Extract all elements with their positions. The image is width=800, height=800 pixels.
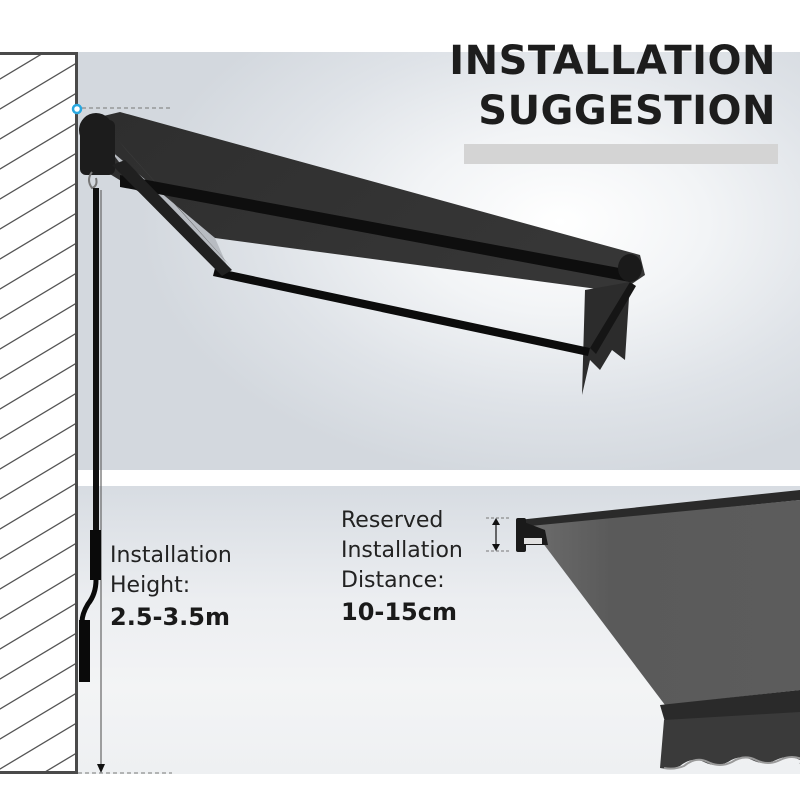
wall-section	[0, 52, 78, 774]
title-line-2: SUGGESTION	[478, 88, 776, 134]
page-title: INSTALLATION SUGGESTION	[449, 36, 776, 136]
distance-double-arrow-icon	[486, 517, 510, 552]
crank-handle	[79, 188, 101, 682]
awning-detail-view	[516, 490, 800, 770]
distance-label-line-2: Installation	[341, 538, 463, 563]
height-label-line-2: Height:	[110, 573, 191, 598]
height-value: 2.5-3.5m	[110, 603, 230, 631]
reserved-distance-callout: Reserved Installation Distance: 10-15cm	[341, 506, 463, 628]
installation-height-callout: Installation Height: 2.5-3.5m	[110, 541, 232, 633]
distance-value: 10-15cm	[341, 598, 457, 626]
distance-label-line-3: Distance:	[341, 568, 445, 593]
wall-hatch-pattern	[0, 55, 75, 771]
mount-point-marker-icon	[71, 103, 83, 115]
title-underline-bar	[464, 144, 778, 164]
title-line-1: INSTALLATION	[449, 38, 776, 84]
distance-label-line-1: Reserved	[341, 508, 444, 533]
height-label-line-1: Installation	[110, 543, 232, 568]
awning-top-view	[79, 112, 645, 395]
height-arrow-icon	[97, 764, 105, 773]
